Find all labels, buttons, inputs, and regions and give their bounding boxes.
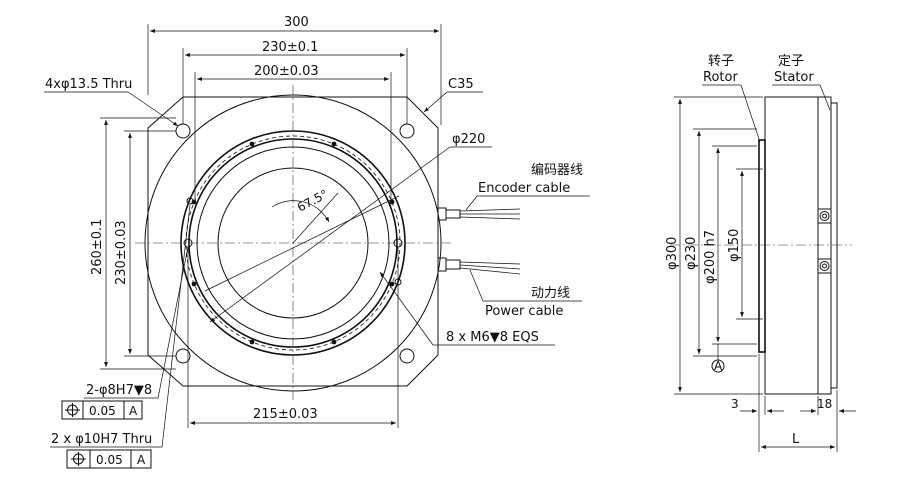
m6-hole bbox=[389, 199, 395, 205]
rotor-cn-label: 转子 bbox=[708, 54, 734, 69]
m6-hole bbox=[191, 281, 197, 287]
angle-ray bbox=[292, 192, 339, 244]
m6-label: 8 x M6▼8 EQS bbox=[446, 330, 539, 345]
m6-hole bbox=[389, 281, 395, 287]
leader-line bbox=[465, 195, 478, 211]
m6-hole-group bbox=[191, 141, 395, 345]
dim-3-text: 3 bbox=[731, 397, 739, 411]
corner-hole bbox=[399, 123, 415, 139]
pin10-label: 2 x φ10H7 Thru bbox=[51, 432, 152, 447]
leader-line bbox=[157, 246, 189, 399]
holes-label: 4xφ13.5 Thru bbox=[45, 77, 132, 92]
tol2-datum: A bbox=[137, 453, 146, 467]
side-gland-encoder bbox=[817, 208, 832, 224]
dia-220-label: φ220 bbox=[452, 132, 485, 147]
dim-230-text: 230±0.1 bbox=[262, 40, 318, 55]
leader-line bbox=[161, 204, 191, 448]
m6-hole bbox=[331, 141, 337, 147]
dia-300-text: φ300 bbox=[665, 237, 680, 270]
m6-hole bbox=[331, 339, 337, 345]
dia-200-text: φ200 h7 bbox=[703, 230, 718, 284]
leader-line bbox=[423, 91, 448, 113]
tol1-datum: A bbox=[129, 404, 138, 418]
side-gland-power bbox=[817, 258, 832, 274]
pin8-label: 2-φ8H7▼8 bbox=[86, 383, 152, 398]
front-view: 67.5° 300 230±0.1 200±0.03 bbox=[44, 15, 590, 469]
stator-cn-label: 定子 bbox=[778, 54, 804, 69]
corner-hole bbox=[175, 123, 191, 139]
leader-line bbox=[740, 84, 761, 143]
dim-215-text: 215±0.03 bbox=[253, 407, 318, 422]
angle-arc bbox=[271, 200, 330, 223]
tol1-value: 0.05 bbox=[89, 404, 116, 418]
chamfer-label: C35 bbox=[448, 77, 474, 92]
leader-line bbox=[379, 271, 434, 346]
dia-230-text: φ230 bbox=[684, 237, 699, 270]
m6-hole bbox=[191, 199, 197, 205]
stator-body bbox=[764, 96, 832, 395]
m6-hole bbox=[249, 141, 255, 147]
encoder-cable-gland bbox=[437, 207, 521, 221]
power-en-label: Power cable bbox=[485, 304, 563, 319]
dim-18-text: 18 bbox=[817, 397, 832, 411]
stator-rim bbox=[830, 102, 838, 389]
dim-230v-text: 230±0.03 bbox=[114, 220, 129, 285]
datum-a-bubble bbox=[711, 359, 725, 373]
dim-200-text: 200±0.03 bbox=[254, 64, 319, 79]
dim-l-text: L bbox=[792, 432, 800, 447]
stator-en-label: Stator bbox=[774, 70, 814, 85]
rotor-flange bbox=[758, 139, 766, 353]
corner-hole bbox=[399, 348, 415, 364]
diagonal-line bbox=[204, 195, 400, 292]
rotor-en-label: Rotor bbox=[703, 70, 738, 85]
power-cn-label: 动力线 bbox=[531, 286, 570, 301]
side-view: φ300 φ230 φ200 h7 A φ150 转子 Rotor 定子 Sta… bbox=[665, 54, 856, 452]
dim-300-text: 300 bbox=[284, 15, 309, 30]
leader-line bbox=[819, 84, 831, 111]
bore-circle bbox=[217, 167, 369, 319]
tol2-value: 0.05 bbox=[96, 453, 123, 467]
encoder-en-label: Encoder cable bbox=[478, 181, 570, 196]
dim-260-text: 260±0.1 bbox=[90, 219, 105, 275]
leader-line bbox=[209, 146, 451, 323]
tolerance-frame-2: 0.05 A bbox=[66, 449, 152, 469]
power-cable-gland bbox=[437, 257, 521, 275]
tolerance-frame-1: 0.05 A bbox=[61, 400, 143, 420]
datum-a-text: A bbox=[714, 359, 723, 373]
mounting-plate-outline bbox=[147, 96, 439, 387]
encoder-cn-label: 编码器线 bbox=[531, 163, 583, 178]
m6-hole bbox=[249, 339, 255, 345]
leader-line bbox=[469, 269, 484, 302]
angle-text: 67.5° bbox=[295, 187, 330, 215]
leader-line bbox=[127, 91, 179, 127]
dia-150-text: φ150 bbox=[727, 229, 742, 262]
